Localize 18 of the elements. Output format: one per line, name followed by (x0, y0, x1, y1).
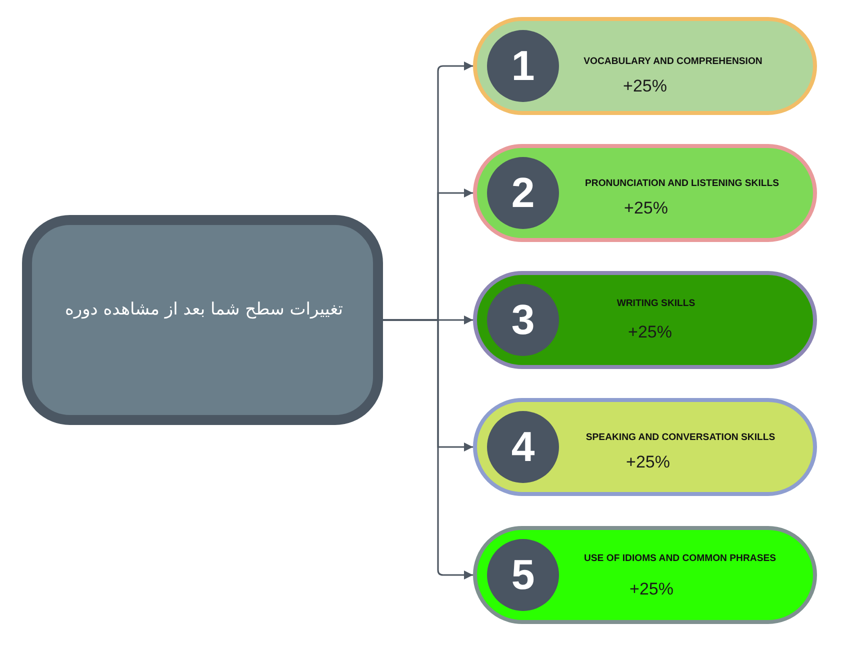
percent-text: +25% (626, 454, 670, 471)
percent-text: +25% (630, 580, 674, 598)
number-circle: 2 (487, 157, 559, 229)
number-circle: 3 (487, 284, 559, 356)
percent-text: +25% (628, 323, 672, 340)
skill-title: SPEAKING AND CONVERSATION SKILLS (586, 432, 776, 442)
percent-text: +25% (623, 77, 667, 94)
number-circle: 4 (487, 411, 559, 483)
number-circle: 1 (487, 30, 559, 102)
rounded-box (22, 215, 383, 425)
skill-title: USE OF IDIOMS AND COMMON PHRASES (584, 554, 776, 564)
box-text: تغییرات سطح شما بعد از مشاهده دوره (64, 302, 344, 318)
arrow (383, 319, 473, 580)
skill-title: VOCABULARY AND COMPREHENSION (584, 56, 762, 66)
skill-title: PRONUNCIATION AND LISTENING SKILLS (585, 179, 779, 189)
number-circle: 5 (487, 539, 559, 611)
skill-title: WRITING SKILLS (616, 300, 696, 310)
percent-text: +25% (624, 200, 668, 217)
